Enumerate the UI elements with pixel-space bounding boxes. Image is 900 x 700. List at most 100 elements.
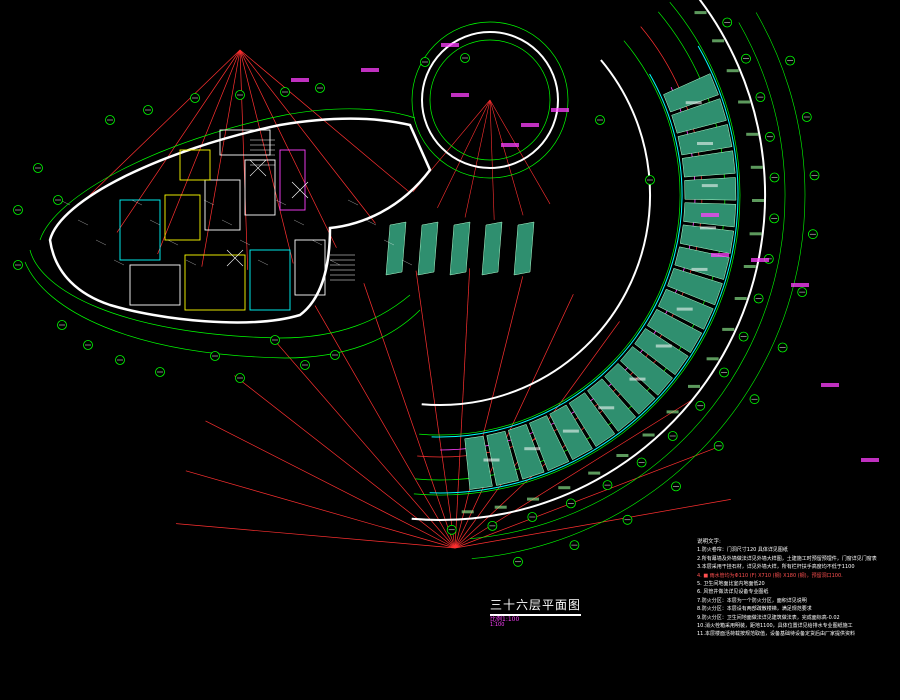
room-label [562, 429, 579, 433]
interior-rooms [59, 129, 413, 311]
notes-heading: 说明文字: [697, 539, 721, 545]
louver-panel [481, 221, 503, 276]
inner-wall [439, 87, 696, 451]
radial-line [454, 294, 574, 549]
radial-line [239, 49, 294, 264]
round-tower [421, 31, 559, 169]
tag-label [501, 143, 519, 147]
room [129, 264, 181, 306]
wing-arc [471, 12, 806, 559]
louver-panel [529, 415, 570, 471]
dimension-text [722, 327, 735, 331]
radial-line [157, 49, 241, 255]
room [184, 254, 246, 311]
arc-grid-lines [24, 0, 806, 559]
wing-arc [411, 0, 767, 522]
room-label [700, 226, 716, 230]
wing-arc [417, 26, 703, 458]
radial-line [239, 49, 337, 248]
dimension-text [527, 497, 539, 501]
note-line: 9.防火分区：卫生间地面做法详见建筑做法表，完成面标高-0.02 [697, 614, 840, 621]
radial-line [205, 420, 456, 549]
dimension-text [688, 384, 700, 388]
dimension-text [752, 199, 764, 202]
radial-line [363, 283, 456, 549]
louver-panel [449, 221, 471, 276]
louver-panel [508, 424, 545, 480]
annotation-tick [239, 239, 251, 246]
radial-line [454, 499, 731, 549]
room-label [598, 406, 615, 410]
room-label [697, 142, 713, 145]
annotation-tick [275, 199, 287, 206]
room [249, 249, 291, 311]
room-label [676, 307, 693, 311]
annotation-tick [257, 259, 269, 266]
room-label [629, 377, 646, 381]
louver-panel [684, 177, 737, 201]
louver-panel [677, 124, 733, 156]
room-label [655, 344, 672, 348]
plan-subtitle: 比例1:100 [490, 616, 520, 623]
annotation-tick [95, 239, 107, 246]
dimension-text [461, 510, 474, 514]
dimension-text [750, 165, 763, 169]
radial-line [454, 268, 471, 549]
louver-panel [464, 435, 493, 490]
radial-line [239, 49, 249, 270]
room-label [691, 267, 708, 271]
louver-panel [604, 362, 656, 415]
note-line: 1.防火卷帘：门洞尺寸120 具体详见图纸 [697, 547, 788, 554]
radial-line [314, 305, 456, 549]
radial-line [454, 447, 717, 549]
note-line: 10.消火栓箱采用明装，距地1100，具体位置详见给排水专业图纸施工 [697, 623, 853, 630]
louver-panel [486, 430, 519, 486]
louver-panel [681, 150, 736, 178]
inner-wall [431, 73, 683, 438]
radial-line [176, 523, 456, 549]
annotation-tick [311, 239, 323, 246]
dimension-text [743, 265, 756, 268]
annotation-tick [221, 219, 233, 226]
louver-panel [634, 328, 689, 376]
building-outline [48, 31, 739, 494]
wing-arc [470, 22, 786, 539]
dimension-text [746, 132, 759, 136]
annotation-tick [77, 219, 89, 226]
tag-label [861, 458, 879, 462]
dimension-text [616, 454, 629, 457]
round-tower-grid [411, 21, 569, 179]
dimension-text [738, 100, 751, 104]
room [279, 149, 306, 211]
louver-panel [646, 308, 703, 354]
louver-panel [385, 221, 407, 276]
radial-line [116, 49, 241, 233]
dimension-texts [291, 11, 879, 514]
wing-arc [413, 1, 741, 496]
annotation-tick [203, 199, 215, 206]
tag-label [711, 253, 729, 257]
room-label [701, 184, 718, 188]
tag-label [701, 213, 719, 217]
tag-label [451, 93, 469, 97]
annotation-tick [131, 199, 143, 206]
left-body-outline [48, 117, 432, 324]
radial-line [201, 49, 241, 267]
louver-panel [513, 221, 535, 276]
radial-line [234, 375, 456, 549]
note-line: 8.防火分区：本层设有两部疏散楼梯，满足规范要求 [697, 606, 812, 613]
radial-line [454, 276, 524, 549]
note-line: 5. 卫生间地面比室内地面低20 [697, 581, 765, 588]
louver-panel [679, 224, 735, 254]
room [219, 129, 271, 156]
room-label [483, 458, 500, 462]
dimension-text [726, 69, 739, 73]
annotation-tick [383, 239, 395, 246]
dimension-text [712, 39, 725, 43]
tag-label [361, 68, 379, 72]
dimension-text [558, 486, 571, 490]
annotation-tick [185, 259, 197, 266]
room [164, 194, 201, 241]
